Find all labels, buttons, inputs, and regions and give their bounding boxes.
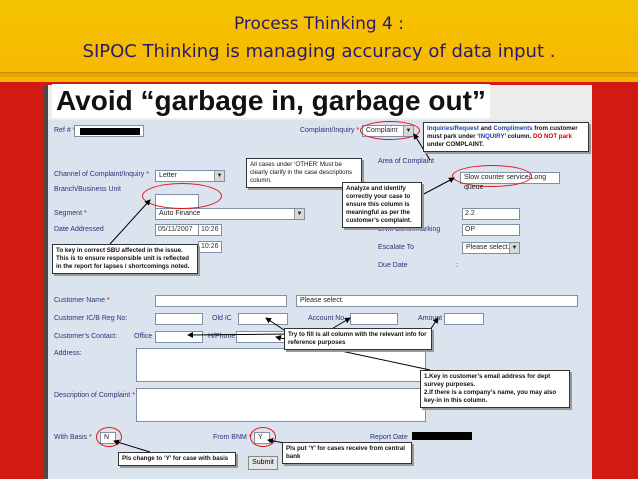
arrow-inquiry	[413, 133, 431, 161]
arrow-fill-2	[187, 331, 291, 338]
area-label: Area of Complaint	[378, 158, 435, 165]
op-input[interactable]: OP	[462, 224, 520, 236]
old-ic-label: Old IC	[212, 315, 232, 322]
slide-title-line2: SIPOC Thinking is managing accuracy of d…	[82, 41, 556, 62]
callout-inquiry: Inquiries/Request and Compliments from c…	[423, 122, 589, 152]
arrow-basis	[113, 439, 151, 453]
highlight-with-basis	[96, 427, 122, 447]
bnm-benchmarking-label: BNM Benchmarking	[378, 226, 441, 233]
complaint-inquiry-label: Complaint/Inquiry *	[300, 127, 360, 134]
submit-button[interactable]: Submit	[248, 456, 278, 470]
callout-basis: Pls change to ‘Y’ for case with basis	[118, 452, 236, 466]
highlight-branch	[142, 183, 222, 209]
time-input-2[interactable]: 10:26	[198, 241, 222, 253]
channel-select[interactable]: Letter▼	[155, 170, 225, 182]
customer-ic-label: Customer IC/B Reg No:	[54, 315, 128, 322]
address-label: Address:	[54, 350, 82, 357]
contact-label: Customer's Contact:	[54, 333, 118, 340]
callout-email: 1.Key in customer’s email address for de…	[420, 370, 570, 408]
due-date-label: Due Date	[378, 262, 408, 269]
slide-header: Process Thinking 4 : SIPOC Thinking is m…	[0, 0, 638, 82]
arrow-sbu	[109, 199, 151, 245]
customer-ic-input[interactable]	[155, 313, 203, 325]
escalate-select[interactable]: Please select..▼	[462, 242, 520, 254]
old-ic-input[interactable]	[238, 313, 288, 325]
chevron-down-icon: ▼	[294, 209, 304, 219]
redacted-ref	[80, 128, 140, 135]
highlight-from-bnm	[250, 427, 276, 447]
callout-bnm: Pls put ‘Y’ for cases receive from centr…	[282, 442, 412, 464]
description-label: Description of Complaint *	[54, 392, 135, 399]
branch-label: Branch/Business Unit	[54, 186, 121, 193]
escalate-label: Escalate To	[378, 244, 415, 251]
slide-title-line1: Process Thinking 4 :	[233, 14, 405, 34]
callout-analyze: Analyze and identify correctly your case…	[342, 182, 422, 228]
value-22-input[interactable]: 2.2	[462, 208, 520, 220]
chevron-down-icon: ▼	[214, 171, 224, 181]
office-label: Office	[134, 333, 153, 340]
customer-name-select[interactable]: Please select.	[296, 295, 578, 307]
callout-sbu: To key in correct SBU affected in the is…	[52, 244, 198, 274]
redacted-report-date	[412, 432, 472, 440]
amount-input[interactable]	[444, 313, 484, 325]
customer-name-label: Customer Name *	[54, 297, 110, 304]
arrow-analyze	[419, 177, 455, 197]
with-basis-label: With Basis *	[54, 434, 92, 441]
segment-label: Segment *	[54, 210, 87, 217]
amount-label: Amount	[418, 315, 443, 322]
channel-label: Channel of Complaint/Inquiry *	[54, 171, 149, 178]
callout-fill-all: Try to fill is all column with the relev…	[284, 328, 432, 350]
segment-select[interactable]: Auto Finance▼	[155, 208, 305, 220]
customer-name-input[interactable]	[155, 295, 287, 307]
highlight-area	[452, 165, 532, 187]
chevron-down-icon: ▼	[509, 243, 519, 253]
address-textarea[interactable]	[136, 348, 426, 382]
due-date-colon: :	[456, 262, 458, 269]
main-heading: Avoid “garbage in, garbage out”	[52, 84, 490, 118]
header-divider	[0, 72, 638, 77]
report-date-label: Report Date	[370, 434, 408, 441]
highlight-complaint-inquiry	[360, 121, 420, 140]
hphone-label: H/Phone	[208, 333, 236, 340]
time-input-1[interactable]: 10:26	[198, 224, 222, 236]
description-textarea[interactable]	[136, 388, 426, 422]
account-no-label: Account No	[308, 315, 345, 322]
date-addressed-label: Date Addressed	[54, 226, 104, 233]
